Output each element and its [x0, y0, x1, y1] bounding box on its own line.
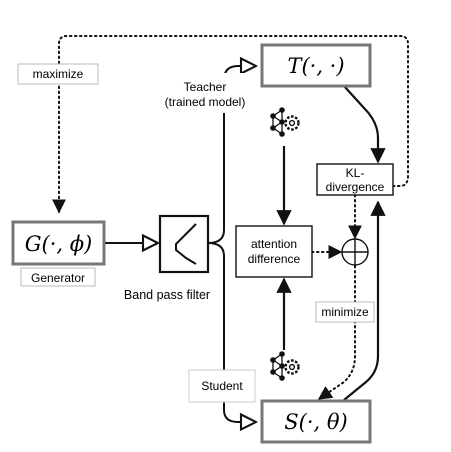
generator-label: G(·, ϕ): [25, 232, 93, 256]
neural-network-gear-icon: [270, 351, 300, 381]
student-to-kl-arrow: [343, 200, 386, 401]
maximize-label: maximize: [33, 67, 84, 81]
kl-label-line1: KL-: [346, 166, 365, 180]
filter-to-student-arrow: [207, 242, 256, 422]
generator-node: G(·, ϕ): [11, 220, 106, 266]
generator-caption-box: Generator: [20, 267, 96, 287]
filter-caption: Band pass filter: [124, 288, 210, 302]
minimize-arrow: [317, 265, 356, 400]
teacher-to-kl-arrow: [343, 85, 386, 164]
maximize-feedback-arrow: [52, 35, 409, 214]
teacher-caption-line1: Teacher: [184, 80, 227, 94]
band-pass-icon: [175, 223, 197, 265]
kl-label-line2: divergence: [326, 180, 385, 194]
teacher-label: T(·, ·): [287, 54, 344, 78]
minimize-label-box: minimize: [315, 301, 375, 323]
neural-network-gear-icon: [270, 107, 300, 137]
kl-divergence-node: KL- divergence: [316, 163, 394, 196]
teacher-node: T(·, ·): [260, 43, 372, 88]
attention-difference-node: attention difference: [235, 225, 313, 278]
attention-label-line1: attention: [251, 237, 297, 251]
student-caption: Student: [201, 379, 243, 393]
student-caption-box: Student: [188, 369, 256, 403]
band-pass-filter: [158, 214, 210, 274]
generator-caption: Generator: [31, 271, 85, 285]
minimize-label: minimize: [321, 305, 369, 319]
circle-plus-icon: [341, 238, 369, 266]
student-node: S(·, θ): [260, 399, 372, 444]
teacher-caption-box: Teacher (trained model): [154, 73, 256, 113]
student-label: S(·, θ): [284, 410, 347, 434]
teacher-caption-line2: (trained model): [165, 95, 246, 109]
attention-label-line2: difference: [248, 252, 301, 266]
maximize-label-box: maximize: [17, 63, 99, 85]
